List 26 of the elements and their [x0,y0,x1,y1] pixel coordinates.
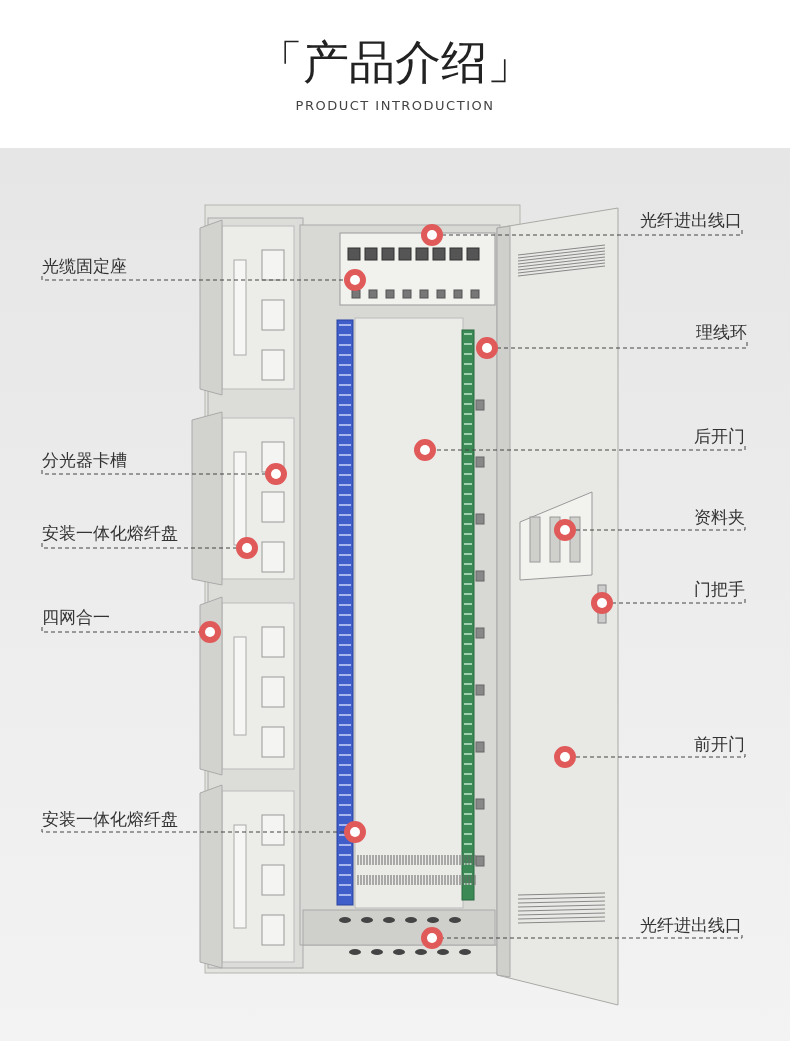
leader-line [612,598,746,604]
subtitle: PRODUCT INTRODUCTION [294,98,496,113]
callout-label: 资料夹 [694,507,745,527]
callout-label: 光纤进出线口 [640,915,742,935]
leader-line [41,828,345,833]
callout-label: 分光器卡槽 [42,450,127,470]
leader-line [575,753,746,758]
callout-label: 安装一体化熔纤盘 [42,809,178,829]
callout-label: 后开门 [694,426,745,446]
callout-label: 光纤进出线口 [640,210,742,230]
callout-label: 理线环 [696,322,747,342]
callout-label: 安装一体化熔纤盘 [42,523,178,543]
leader-line [41,275,345,281]
leader-line [575,526,746,531]
leader-line [442,934,743,939]
callout-label: 四网合一 [42,607,110,627]
leader-line [41,542,237,549]
leader-line [41,626,200,633]
leader-line [435,445,746,451]
leader-line [442,229,743,236]
title: 「产品介绍」 [256,34,534,90]
leader-line [497,341,748,349]
callout-label: 光缆固定座 [42,256,127,276]
leader-line [41,469,266,475]
callout-label: 前开门 [694,734,745,754]
callout-label: 门把手 [694,579,745,599]
